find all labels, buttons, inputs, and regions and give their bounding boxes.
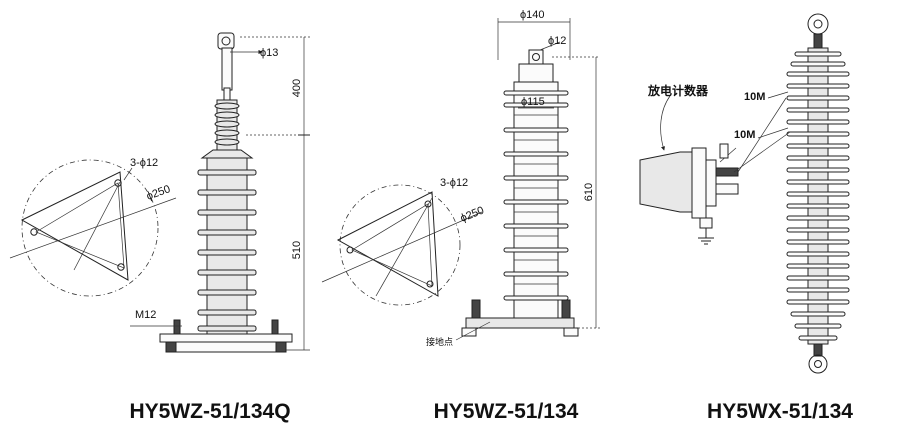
label-400: 400 <box>291 79 303 97</box>
label-discharge-counter: 放电计数器 <box>647 83 709 98</box>
terminal-rod <box>217 32 235 101</box>
caption-hy5wx-51-134: HY5WX-51/134 <box>707 400 853 423</box>
label-phi115: ϕ115 <box>521 96 545 108</box>
label-ground-point: 接地点 <box>426 336 453 347</box>
label-holes: 3-ϕ12 <box>130 157 158 169</box>
label-base-diam-2: ϕ250 <box>459 204 486 224</box>
label-phi140: ϕ140 <box>520 9 545 21</box>
label-base-diam: ϕ250 <box>145 183 172 203</box>
label-610: 610 <box>583 183 595 201</box>
caption-hy5wz-51-134q: HY5WZ-51/134Q <box>129 400 290 423</box>
top-eye <box>807 13 829 49</box>
discharge-counter <box>639 91 791 245</box>
label-phi12: ϕ12 <box>548 35 566 47</box>
base-2 <box>461 299 579 337</box>
base <box>159 319 293 353</box>
drawing-hy5wx-51-134: 放电计数器 10M 10M <box>639 13 850 374</box>
label-10m-2: 10M <box>734 129 755 141</box>
label-holes-2: 3-ϕ12 <box>440 177 468 189</box>
base-plan-view-2 <box>321 184 483 306</box>
top-cap <box>518 49 554 83</box>
label-510: 510 <box>291 241 303 259</box>
drawing-hy5wz-51-134: ϕ140 ϕ12 ϕ115 610 3-ϕ12 ϕ250 接地点 <box>321 9 600 347</box>
main-body-3 <box>786 47 850 345</box>
drawing-hy5wz-51-134q: ϕ13 400 510 3-ϕ12 ϕ250 M12 <box>9 32 310 353</box>
base-plan-view <box>9 159 177 297</box>
caption-hy5wz-51-134: HY5WZ-51/134 <box>434 400 579 423</box>
main-body-2 <box>503 81 569 323</box>
bottom-eye <box>808 343 828 374</box>
label-phi13: ϕ13 <box>260 47 278 59</box>
dimensions <box>130 36 310 351</box>
main-body <box>197 149 257 337</box>
label-10m-1: 10M <box>744 91 765 103</box>
dimensions-2 <box>455 18 600 341</box>
label-bolt: M12 <box>135 309 156 321</box>
upper-sheds <box>214 99 240 151</box>
